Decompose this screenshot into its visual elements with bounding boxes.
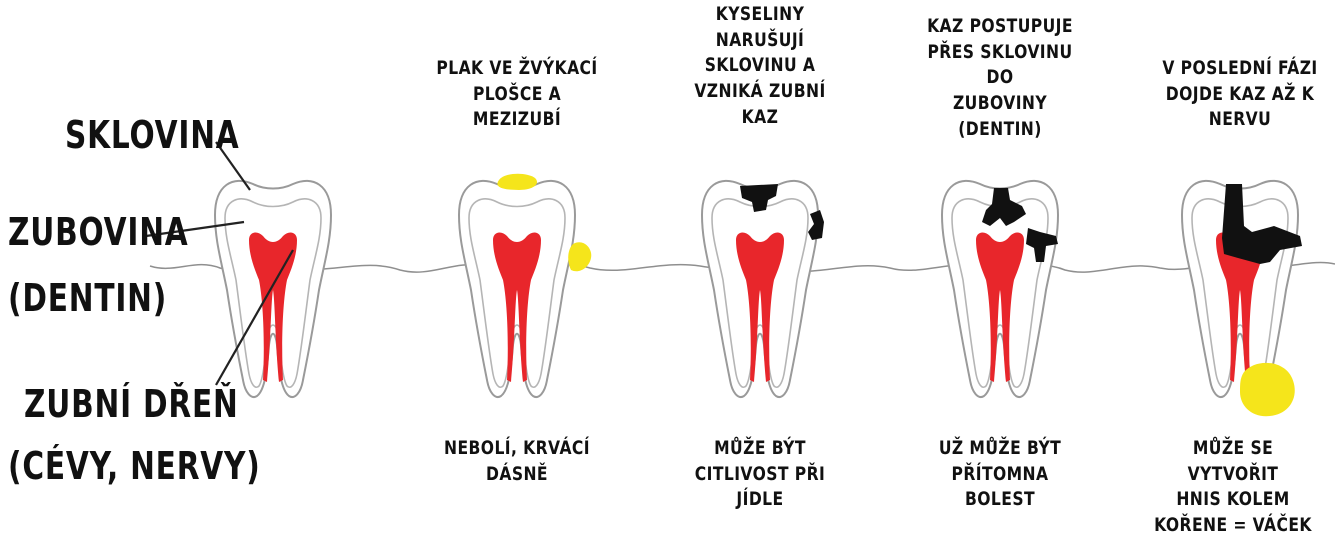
stage-5-top-caption: V POSLEDNÍ FÁZI DOJDE KAZ AŽ K NERVU xyxy=(1158,56,1322,133)
stage-3-top-caption: KYSELINY NARUŠUJÍ SKLOVINU A VZNIKÁ ZUBN… xyxy=(678,2,842,130)
stage-4-bottom-caption: UŽ MŮŽE BÝT PŘÍTOMNA BOLEST xyxy=(918,436,1082,513)
stage-2-top-caption: PLAK VE ŽVÝKACÍ PLOŠCE A MEZIZUBÍ xyxy=(435,56,599,133)
stage-2-bottom-caption: NEBOLÍ, KRVÁCÍ DÁSNĚ xyxy=(435,436,599,487)
stage-3-bottom-caption: MŮŽE BÝT CITLIVOST PŘI JÍDLE xyxy=(678,436,842,513)
tooth-2 xyxy=(459,174,591,397)
pulp-label-line1: ZUBNÍ DŘEŇ xyxy=(24,382,239,428)
tooth-2-plaque-top xyxy=(497,174,537,190)
tooth-1 xyxy=(215,181,331,397)
pulp-label-line2: (CÉVY, NERVY) xyxy=(8,444,261,490)
stage-5-bottom-caption: MŮŽE SE VYTVOŘIT HNIS KOLEM KOŘENE = VÁČ… xyxy=(1151,436,1315,539)
stage-4-top-caption: KAZ POSTUPUJE PŘES SKLOVINU DO ZUBOVINY … xyxy=(918,14,1082,142)
tooth-5-abscess xyxy=(1240,363,1295,416)
tooth-5 xyxy=(1182,181,1302,416)
tooth-4 xyxy=(942,181,1058,397)
dentin-label-line2: (DENTIN) xyxy=(8,276,167,322)
tooth-3 xyxy=(702,181,824,397)
dentin-label-line1: ZUBOVINA xyxy=(8,210,189,256)
enamel-label: SKLOVINA xyxy=(65,113,240,159)
